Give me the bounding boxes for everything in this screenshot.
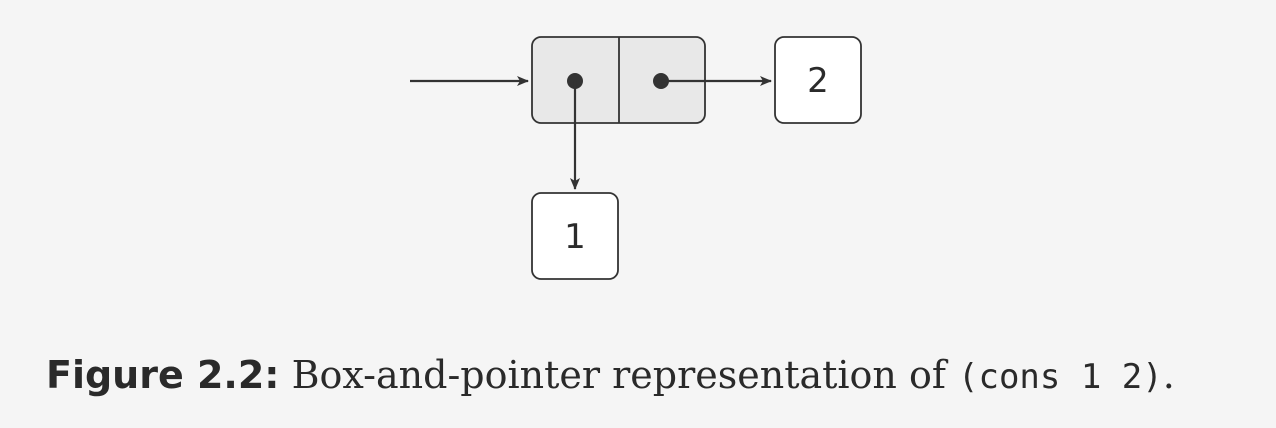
cdr-atom-value: 2 [807, 61, 829, 101]
caption-end: . [1162, 353, 1175, 397]
box-and-pointer-diagram: 2 1 [410, 36, 862, 280]
caption-code: (cons 1 2) [958, 357, 1163, 397]
car-atom-value: 1 [564, 217, 586, 257]
car-atom-outline [531, 192, 619, 280]
caption-text: Box-and-pointer representation of [279, 353, 959, 397]
car-atom-box: 1 [531, 192, 619, 280]
cdr-atom-outline [774, 36, 862, 124]
figure-caption: Figure 2.2: Box-and-pointer representati… [46, 356, 1175, 394]
caption-label: Figure 2.2: [46, 353, 280, 397]
cdr-atom-box: 2 [774, 36, 862, 124]
